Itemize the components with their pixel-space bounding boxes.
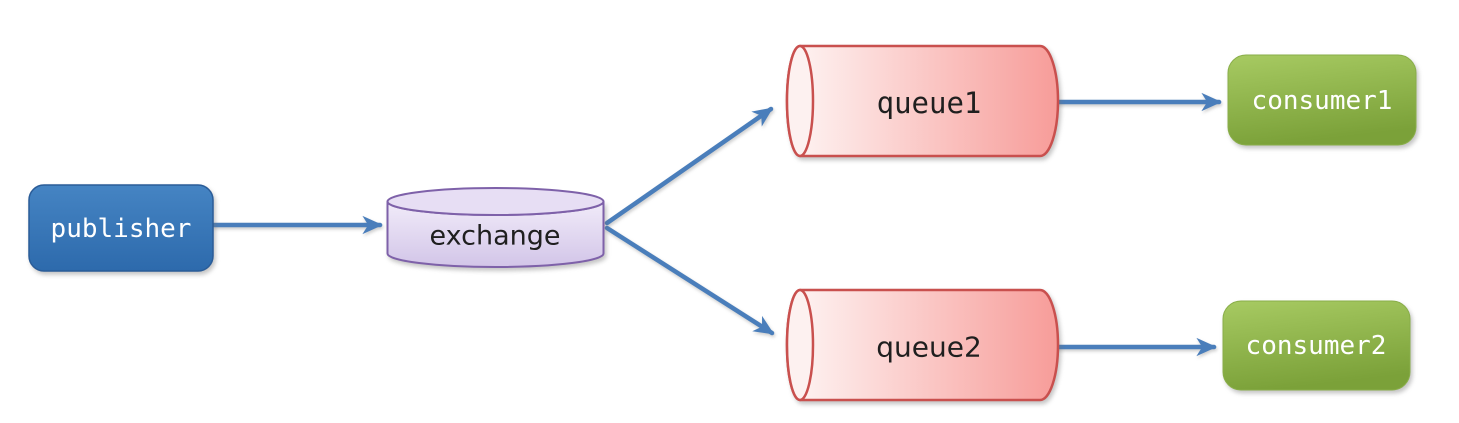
edges bbox=[211, 92, 1222, 357]
exchange-cylinder-top-rim bbox=[386, 187, 605, 216]
queue1-label: queue1 bbox=[877, 86, 982, 120]
publisher-label: publisher bbox=[51, 214, 192, 244]
queue1-cylinder-cap bbox=[787, 46, 813, 156]
queue1-cylinder-cap-rim bbox=[785, 44, 815, 158]
queue1-node: queue1 bbox=[785, 44, 1060, 158]
consumer2-label: consumer2 bbox=[1246, 331, 1387, 361]
exchange-cylinder-top bbox=[387, 188, 604, 215]
consumer2-box bbox=[1222, 300, 1411, 391]
queue2-cylinder-cap bbox=[787, 290, 813, 400]
exchange-node: exchange bbox=[386, 187, 605, 268]
queue2-label: queue2 bbox=[876, 331, 982, 364]
consumer2-node: consumer2 bbox=[1222, 300, 1411, 391]
queue2-node: queue2 bbox=[785, 288, 1060, 402]
publisher-node: publisher bbox=[28, 184, 214, 272]
consumer1-box bbox=[1227, 54, 1417, 146]
edge-exchange-to-queue2 bbox=[604, 225, 775, 336]
exchange-label: exchange bbox=[429, 221, 560, 252]
publisher-box bbox=[28, 184, 214, 272]
edge-exchange-to-queue1 bbox=[604, 106, 774, 226]
consumer1-node: consumer1 bbox=[1227, 54, 1417, 146]
consumer1-label: consumer1 bbox=[1252, 86, 1393, 116]
queue2-cylinder-cap-rim bbox=[785, 288, 815, 402]
